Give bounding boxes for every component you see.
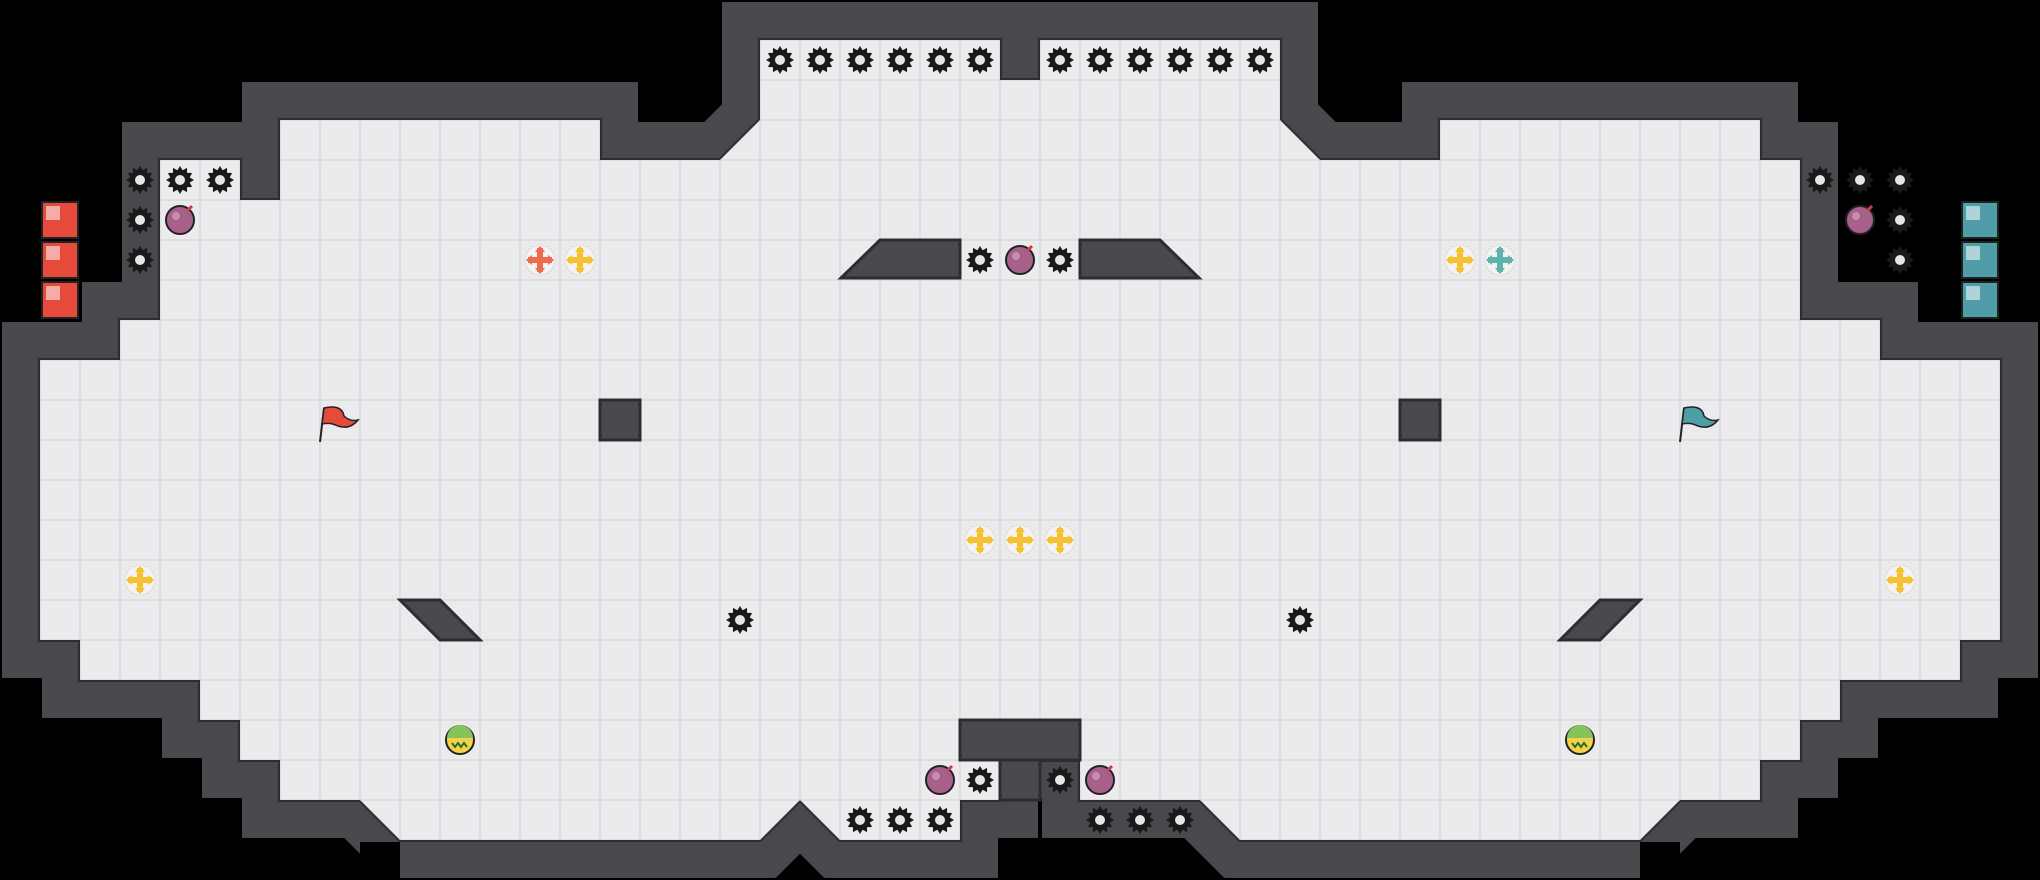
block-left [598,398,642,442]
boost-icon [564,244,596,276]
red-endzone-tile-icon [41,201,79,239]
spike-icon [1086,46,1114,74]
blue-endzone-tile-icon [1961,281,1999,319]
spike-icon [1806,166,1834,194]
spike-icon [166,166,194,194]
boost-icon [1004,524,1036,556]
bottom-center-block [958,718,1082,762]
blue-endzone-tile-icon [1961,241,1999,279]
spike-icon [886,806,914,834]
spike-icon [846,806,874,834]
spike-icon [1086,806,1114,834]
bomb-icon [1005,244,1035,275]
spike-icon [926,806,954,834]
bomb-icon [165,204,195,235]
boost-icon [524,244,556,276]
spike-icon [1886,206,1914,234]
portal-icon [445,725,475,755]
blue-flag-icon [1679,406,1720,443]
spike-icon [766,46,794,74]
spike-icon [1166,46,1194,74]
boost-icon [124,564,156,596]
wall-obstacles [396,238,1644,802]
spike-icon [1126,46,1154,74]
boost-icon [1484,244,1516,276]
spike-icon [126,246,154,274]
spike-icon [846,46,874,74]
bomb-icon [1085,764,1115,795]
spike-icon [966,766,994,794]
red-endzone-tile-icon [41,281,79,319]
spike-icon [1206,46,1234,74]
blue-endzone-tile-icon [1961,201,1999,239]
spike-icon [926,46,954,74]
spike-icon [206,166,234,194]
spike-icon [966,46,994,74]
spike-icon [1886,166,1914,194]
spike-icon [726,606,754,634]
spike-icon [1126,806,1154,834]
portal-icon [1565,725,1595,755]
bottom-left-gap [360,842,400,880]
spike-icon [886,46,914,74]
spike-icon [1046,246,1074,274]
block-right [1398,398,1442,442]
spike-icon [1846,166,1874,194]
bottom-gap [1000,842,1040,880]
bomb-icon [925,764,955,795]
spike-icon [1166,806,1194,834]
boost-icon [964,524,996,556]
bottom-right-gap [1640,842,1680,880]
spike-icon [1246,46,1274,74]
ramp-bottom-left [396,598,484,642]
map-items [41,46,1999,834]
boost-icon [1044,524,1076,556]
spike-icon [1886,246,1914,274]
red-flag-icon [319,406,360,443]
spike-icon [806,46,834,74]
top-edge [720,0,1320,2]
spike-icon [126,166,154,194]
ramp-bottom-right [1556,598,1644,642]
boost-icon [1884,564,1916,596]
red-endzone-tile-icon [41,241,79,279]
ramp-top-right [1078,238,1203,280]
spike-icon [1046,766,1074,794]
bomb-icon [1845,204,1875,235]
spike-icon [126,206,154,234]
spike-icon [966,246,994,274]
bottom-center-stem [998,758,1042,802]
boost-icon [1444,244,1476,276]
ramp-top-left [837,238,962,280]
spike-icon [1046,46,1074,74]
spike-icon [1286,606,1314,634]
